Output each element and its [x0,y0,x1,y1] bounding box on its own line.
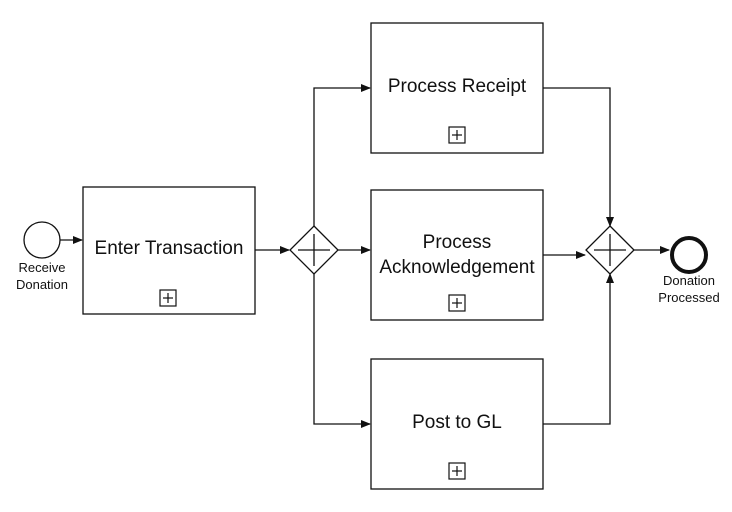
task-process-receipt[interactable]: Process Receipt [370,22,544,154]
task-process-acknowledgement-label-line2: Acknowledgement [379,257,535,278]
task-process-acknowledgement[interactable]: Process Acknowledgement [370,189,544,321]
start-event-label-line2: Donation [16,277,68,292]
end-event-label-line2: Processed [658,290,719,305]
flow-split-to-receipt [313,84,371,226]
start-event-label-line1: Receive [19,260,66,275]
end-event-label-line1: Donation [663,273,715,288]
start-event[interactable] [23,221,61,259]
task-process-receipt-label: Process Receipt [388,76,527,97]
task-post-to-gl-label: Post to GL [412,412,502,433]
subprocess-expand-icon[interactable] [448,126,466,144]
task-process-acknowledgement-label-line1: Process [423,232,492,253]
parallel-gateway-join[interactable] [585,225,635,275]
subprocess-expand-icon[interactable] [448,294,466,312]
task-enter-transaction[interactable]: Enter Transaction [82,186,256,315]
task-post-to-gl[interactable]: Post to GL [370,358,544,490]
end-event[interactable] [670,236,708,274]
subprocess-expand-icon[interactable] [159,289,177,307]
flow-receipt-to-join [543,87,614,227]
parallel-gateway-split[interactable] [289,225,339,275]
task-enter-transaction-label: Enter Transaction [95,238,244,259]
subprocess-expand-icon[interactable] [448,462,466,480]
flow-gl-to-join [543,273,614,425]
flow-split-to-gl [313,274,371,428]
